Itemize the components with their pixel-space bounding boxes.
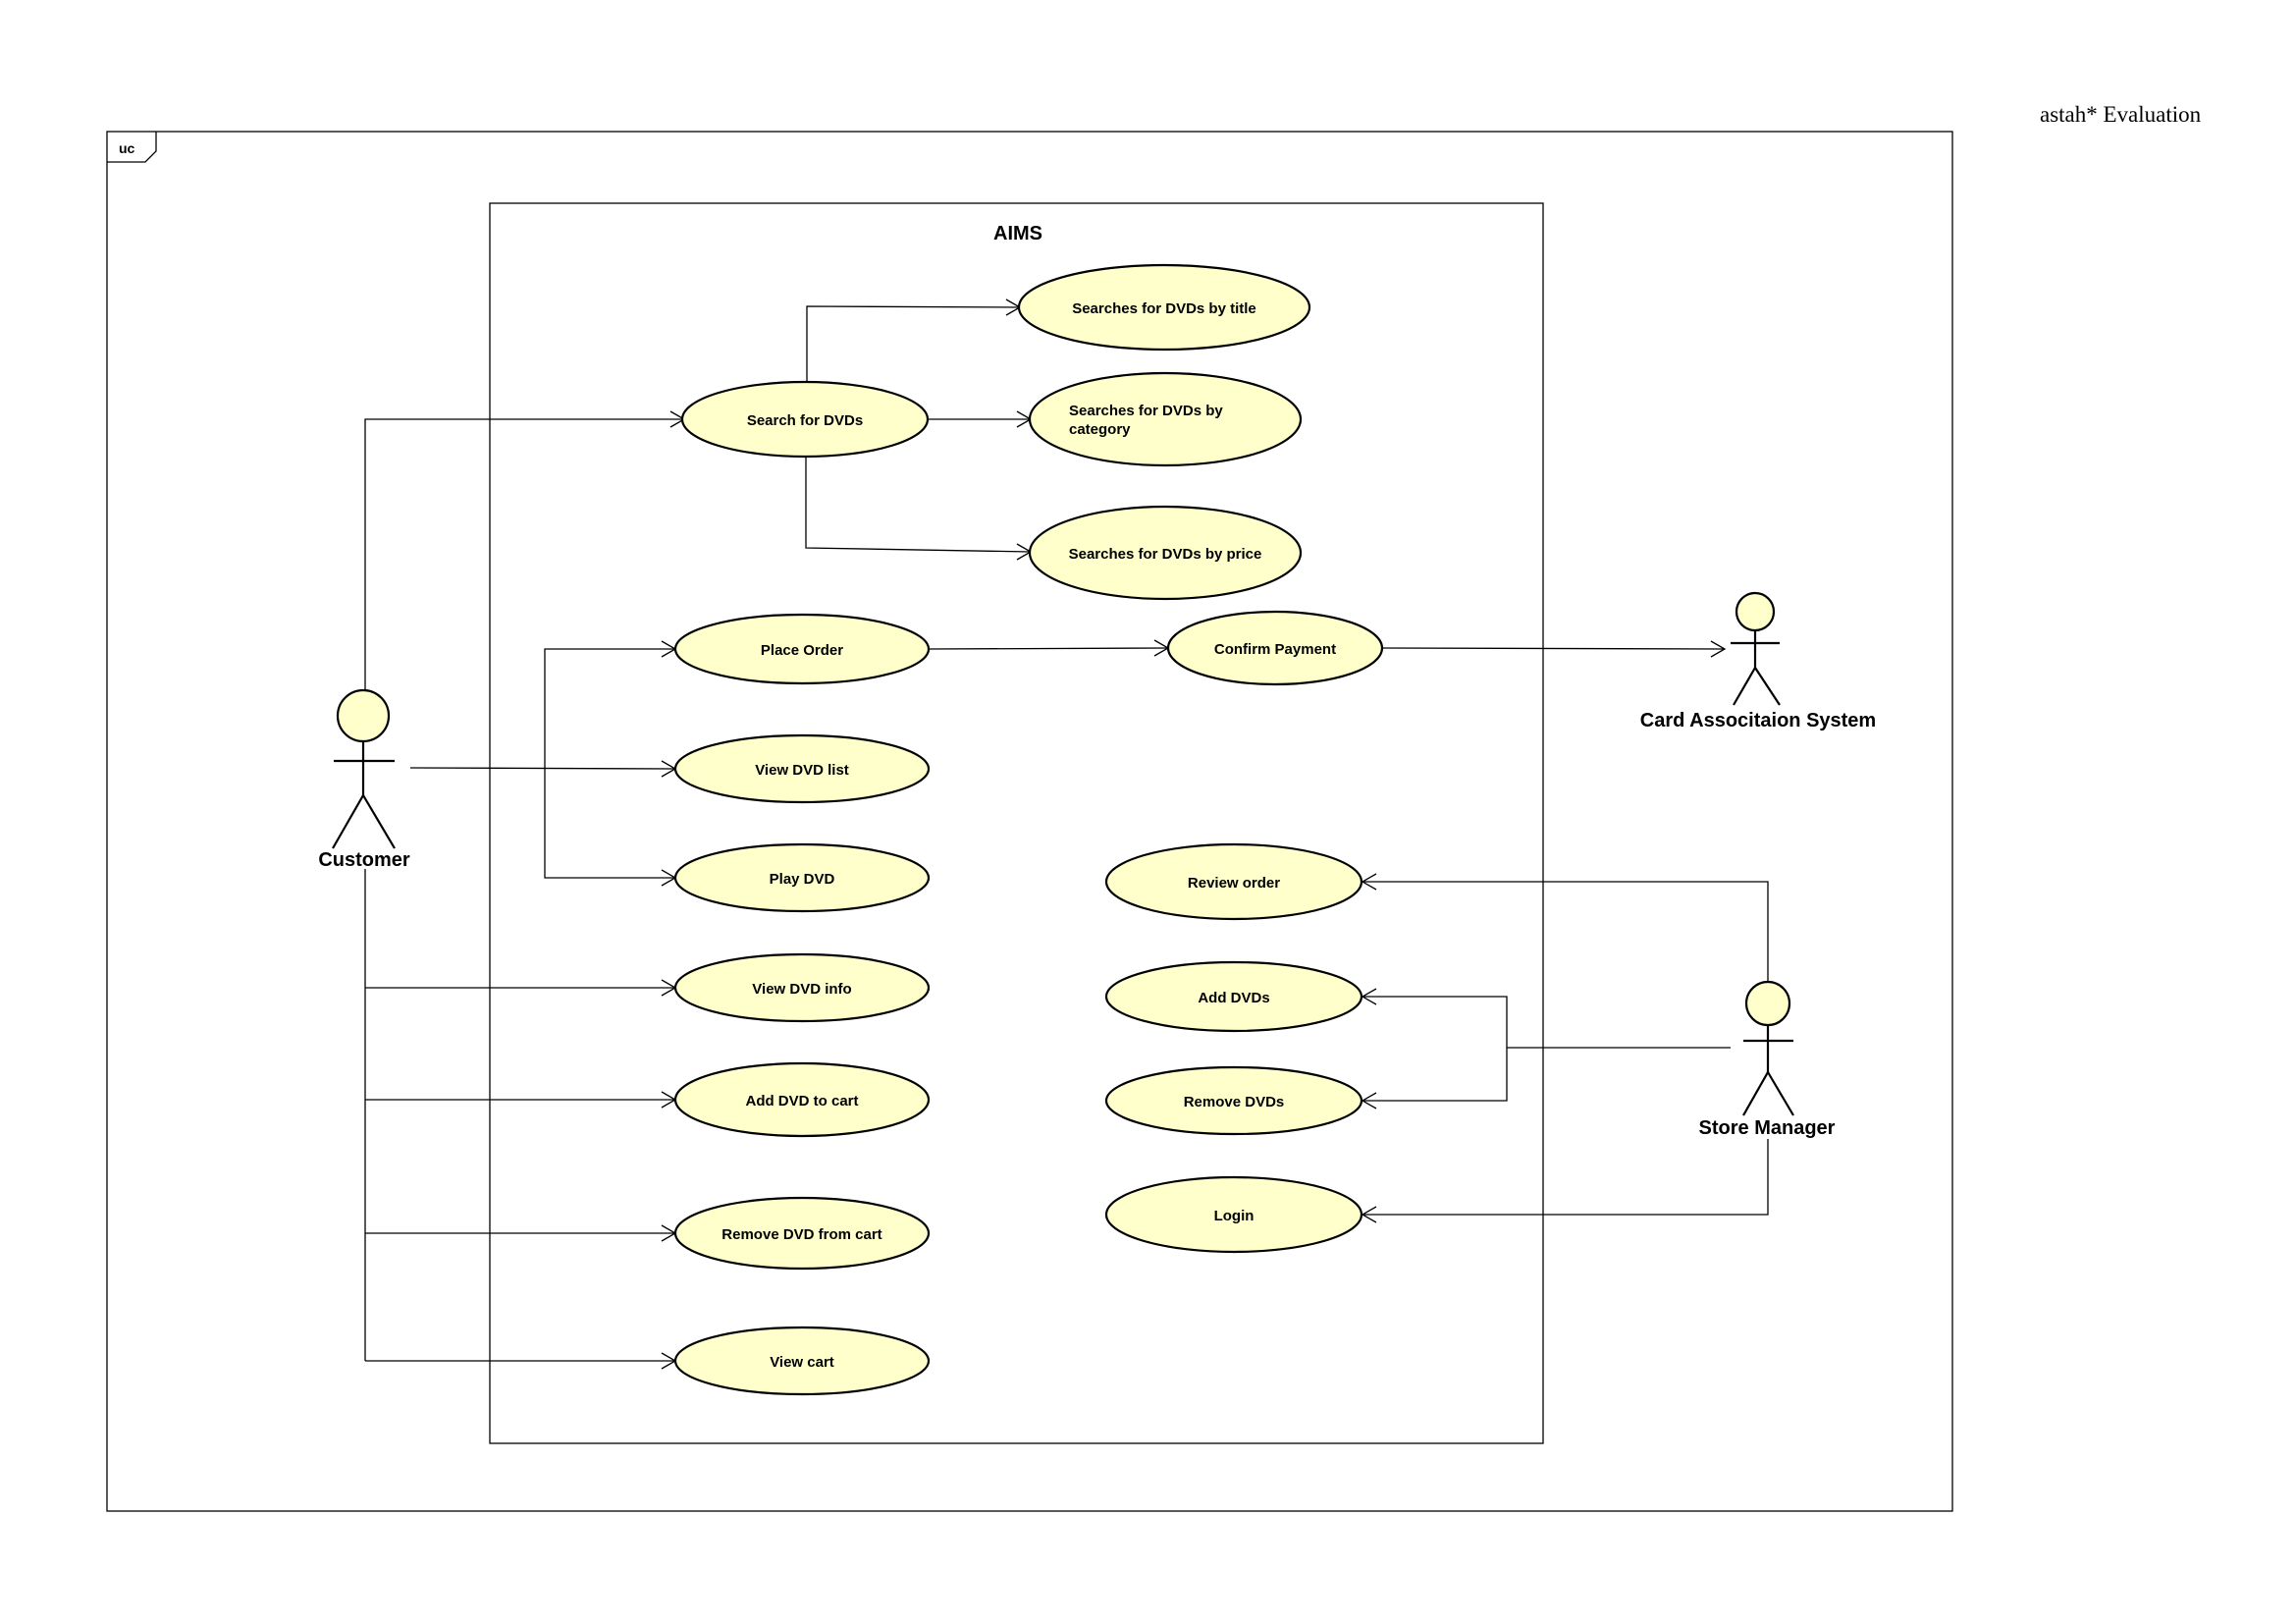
use-case-remove-dvd-from-cart[interactable]: Remove DVD from cart [673,1196,931,1271]
actor-store-manager[interactable]: Store Manager [1699,980,1836,1139]
system-boundary [489,202,1544,1444]
use-case-review-order[interactable]: Review order [1104,842,1363,921]
uc-frame-tab [107,132,157,163]
use-case-search-title[interactable]: Searches for DVDs by title [1017,263,1311,352]
use-case-label: Login [1214,1208,1255,1224]
actor-label: Customer [318,849,410,871]
use-case-label: Review order [1188,875,1280,892]
link-manager-login [1362,1139,1769,1216]
use-case-label: View cart [770,1354,834,1371]
link-order-payment [928,647,1169,650]
use-case-add-dvd-to-cart[interactable]: Add DVD to cart [673,1061,931,1138]
use-case-search-category[interactable]: Searches for DVDs by category [1028,371,1303,467]
link-manager-review [1362,881,1769,982]
use-case-label: Searches for DVDs by price [1069,546,1262,563]
use-case-view-dvd-list[interactable]: View DVD list [673,733,931,804]
use-case-view-cart[interactable]: View cart [673,1326,931,1396]
system-title: AIMS [993,223,1042,244]
actor-customer[interactable]: Customer [318,688,410,871]
use-case-confirm-payment[interactable]: Confirm Payment [1166,610,1384,686]
use-case-label: category [1069,421,1131,438]
use-case-play-dvd[interactable]: Play DVD [673,842,931,913]
uc-frame-tag: uc [119,140,135,156]
use-case-label: Remove DVD from cart [721,1226,881,1243]
actor-card-association-system[interactable]: Card Associtaion System [1640,591,1876,731]
link-customer-search [364,418,684,692]
link-search-to-price [805,457,1032,553]
use-case-label: Searches for DVDs by [1069,403,1223,419]
arrowhead [1710,640,1727,658]
use-case-search-price[interactable]: Searches for DVDs by price [1028,505,1303,601]
use-case-login[interactable]: Login [1104,1175,1363,1254]
use-case-label: Add DVD to cart [745,1093,858,1110]
use-case-add-dvds[interactable]: Add DVDs [1104,960,1363,1033]
link-customer-view-list [409,767,676,770]
use-case-label: Search for DVDs [747,412,863,429]
uc-frame [106,131,1953,1512]
use-case-label: View DVD list [755,762,849,779]
use-case-label: View DVD info [752,981,851,998]
link-customer-order-play [544,648,675,879]
use-case-label: Searches for DVDs by title [1072,300,1256,317]
use-case-search-dvds[interactable]: Search for DVDs [680,380,930,459]
use-case-remove-dvds[interactable]: Remove DVDs [1104,1065,1363,1136]
use-case-label: Add DVDs [1198,990,1269,1006]
actor-label: Store Manager [1699,1117,1836,1139]
link-manager-add-remove [1362,996,1508,1102]
stick-figure-icon [1742,980,1794,1116]
use-case-label: Play DVD [770,871,835,888]
use-case-view-dvd-info[interactable]: View DVD info [673,952,931,1023]
link-payment-card-system [1381,647,1726,650]
use-case-label: Remove DVDs [1184,1094,1285,1110]
use-case-label: Confirm Payment [1214,641,1336,658]
link-search-to-title [806,305,1021,385]
use-case-place-order[interactable]: Place Order [673,613,931,685]
stick-figure-icon [332,688,396,849]
actor-label: Card Associtaion System [1640,710,1876,731]
stick-figure-icon [1731,591,1781,706]
use-case-label: Place Order [761,642,843,659]
watermark: astah* Evaluation [2040,102,2202,127]
